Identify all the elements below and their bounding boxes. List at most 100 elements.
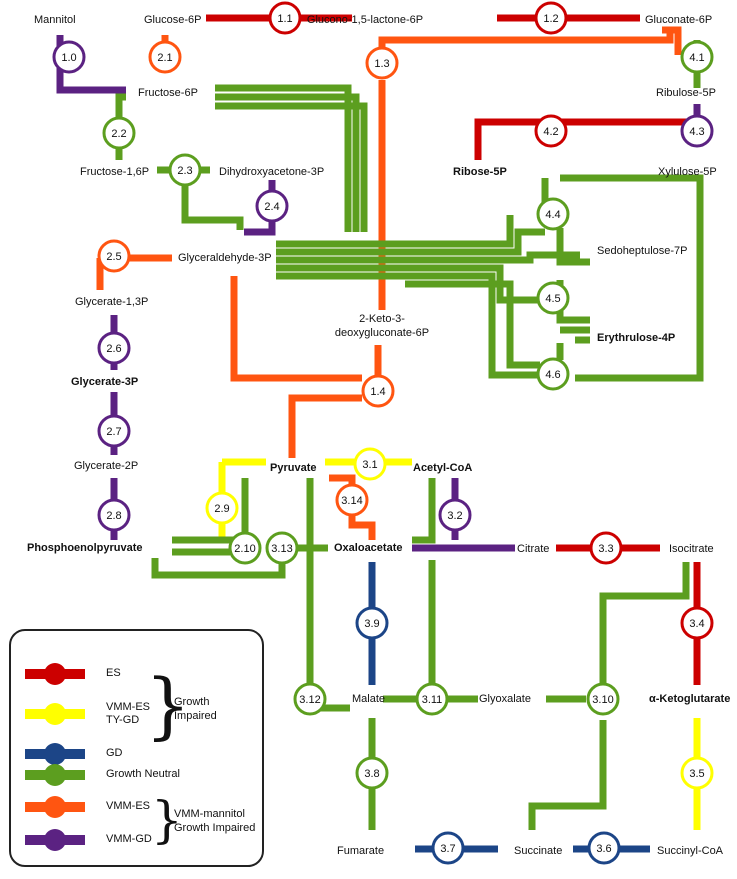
legend-label-vmm-es: VMM-ES bbox=[106, 701, 150, 713]
reaction-node-1-3: 1.3 bbox=[365, 46, 399, 80]
reaction-node-2-8: 2.8 bbox=[97, 498, 131, 532]
reaction-circle bbox=[536, 357, 570, 391]
reaction-id-label: 3.12 bbox=[299, 694, 320, 706]
edge-xylulose bbox=[560, 174, 704, 382]
reaction-circle bbox=[361, 374, 395, 408]
metabolite-phosphoenolpyruvate: Phosphoenolpyruvate bbox=[27, 542, 143, 554]
legend-swatch-dot bbox=[44, 663, 66, 685]
reaction-circle bbox=[52, 40, 86, 74]
metabolite-mannitol: Mannitol bbox=[34, 14, 76, 26]
reaction-node-2-2: 2.2 bbox=[102, 116, 136, 150]
edge-f6p-b bbox=[215, 93, 360, 232]
reaction-node-1-1: 1.1 bbox=[268, 1, 302, 35]
reaction-id-label: 4.3 bbox=[689, 126, 704, 138]
legend-swatch-dot bbox=[44, 829, 66, 851]
reaction-id-label: 3.8 bbox=[364, 768, 379, 780]
metabolite-citrate: Citrate bbox=[517, 543, 549, 555]
reaction-node-2-4: 2.4 bbox=[255, 189, 289, 223]
reaction-circle bbox=[335, 483, 369, 517]
reaction-circle bbox=[680, 606, 714, 640]
edge-ppp-5 bbox=[276, 272, 540, 379]
reaction-id-label: 2.2 bbox=[111, 128, 126, 140]
reaction-id-label: 1.1 bbox=[277, 13, 292, 25]
reaction-circle bbox=[586, 682, 620, 716]
reaction-circle bbox=[587, 831, 621, 865]
legend-label-ty-gd: TY-GD bbox=[106, 714, 140, 726]
reaction-id-label: 4.5 bbox=[545, 293, 560, 305]
legend-label-vmm-gd: VMM-GD bbox=[106, 833, 152, 845]
reaction-circle bbox=[415, 682, 449, 716]
metabolite-gluconate-6p: Gluconate-6P bbox=[645, 14, 712, 26]
legend-item-growth-neutral bbox=[25, 764, 85, 786]
edge-2-3b bbox=[181, 180, 244, 230]
legend-label-vmm-es-2: VMM-ES bbox=[106, 800, 150, 812]
reaction-id-label: 3.10 bbox=[592, 694, 613, 706]
reaction-id-label: 2.5 bbox=[106, 251, 121, 263]
metabolite-kdpg-line1: 2-Keto-3- bbox=[359, 313, 405, 325]
metabolite-succinyl-coa: Succinyl-CoA bbox=[657, 845, 724, 857]
reaction-circle bbox=[255, 189, 289, 223]
reaction-circle bbox=[534, 1, 568, 35]
metabolite-glucono-lactone: Glucono-1,5-lactone-6P bbox=[307, 14, 423, 26]
reaction-id-label: 3.5 bbox=[689, 768, 704, 780]
reaction-node-2-7: 2.7 bbox=[97, 414, 131, 448]
metabolite-ribose-5p: Ribose-5P bbox=[453, 166, 507, 178]
metabolite-isocitrate: Isocitrate bbox=[669, 543, 714, 555]
legend-brace-growth-impaired: } bbox=[145, 663, 191, 747]
legend-swatch-dot bbox=[44, 743, 66, 765]
reaction-id-label: 2.6 bbox=[106, 343, 121, 355]
reaction-circle bbox=[268, 1, 302, 35]
reaction-circle bbox=[431, 831, 465, 865]
reaction-circle bbox=[355, 606, 389, 640]
metabolite-fructose-6p: Fructose-6P bbox=[138, 87, 198, 99]
reaction-circle bbox=[536, 281, 570, 315]
legend-swatch-dot bbox=[44, 796, 66, 818]
reaction-id-label: 3.7 bbox=[440, 843, 455, 855]
metabolite-glycerate-13p: Glycerate-1,3P bbox=[75, 296, 148, 308]
reaction-circle bbox=[438, 498, 472, 532]
reaction-id-label: 2.4 bbox=[264, 201, 279, 213]
reaction-id-label: 4.4 bbox=[545, 209, 560, 221]
edge-f6p-a bbox=[215, 84, 352, 232]
metabolite-sedoheptulose-7p: Sedoheptulose-7P bbox=[597, 245, 688, 257]
reaction-circle bbox=[97, 498, 131, 532]
reaction-node-4-4: 4.4 bbox=[536, 197, 570, 231]
reaction-node-2-10: 2.10 bbox=[228, 531, 262, 565]
reaction-id-label: 2.7 bbox=[106, 426, 121, 438]
reaction-node-2-1: 2.1 bbox=[148, 40, 182, 74]
reaction-node-4-6: 4.6 bbox=[536, 357, 570, 391]
edge-4-2 bbox=[474, 104, 701, 160]
reaction-circle bbox=[97, 414, 131, 448]
edge-ppp-1 bbox=[276, 215, 514, 248]
metabolite-glyceraldehyde-3p: Glyceraldehyde-3P bbox=[178, 252, 272, 264]
reaction-circle bbox=[589, 531, 623, 565]
reaction-node-2-9: 2.9 bbox=[205, 491, 239, 525]
reaction-node-1-4: 1.4 bbox=[361, 374, 395, 408]
legend-swatch-dot bbox=[44, 703, 66, 725]
reaction-id-label: 2.3 bbox=[177, 165, 192, 177]
reaction-circle bbox=[293, 682, 327, 716]
edge-ppp-2 bbox=[276, 228, 545, 256]
reaction-circle bbox=[534, 114, 568, 148]
legend-label-es: ES bbox=[106, 667, 121, 679]
reaction-node-3-1: 3.1 bbox=[353, 447, 387, 481]
legend-item-vmm-gd bbox=[25, 829, 85, 851]
reaction-circle bbox=[680, 40, 714, 74]
legend-group2-line1: VMM-mannitol bbox=[174, 808, 245, 820]
legend-brace-vmm-mannitol: } bbox=[151, 791, 183, 849]
metabolite-glyoxalate: Glyoxalate bbox=[479, 693, 531, 705]
edge-1-4-pyruvate bbox=[288, 394, 362, 458]
reaction-id-label: 3.9 bbox=[364, 618, 379, 630]
reaction-id-label: 2.8 bbox=[106, 510, 121, 522]
reaction-id-label: 4.6 bbox=[545, 369, 560, 381]
reaction-id-label: 4.1 bbox=[689, 52, 704, 64]
reaction-circle bbox=[355, 756, 389, 790]
metabolite-oxaloacetate: Oxaloacetate bbox=[334, 542, 402, 554]
reaction-node-3-14: 3.14 bbox=[335, 483, 369, 517]
reaction-node-1-2: 1.2 bbox=[534, 1, 568, 35]
reaction-id-label: 1.4 bbox=[370, 386, 385, 398]
reaction-id-label: 3.3 bbox=[598, 543, 613, 555]
legend-item-gd bbox=[25, 743, 85, 765]
